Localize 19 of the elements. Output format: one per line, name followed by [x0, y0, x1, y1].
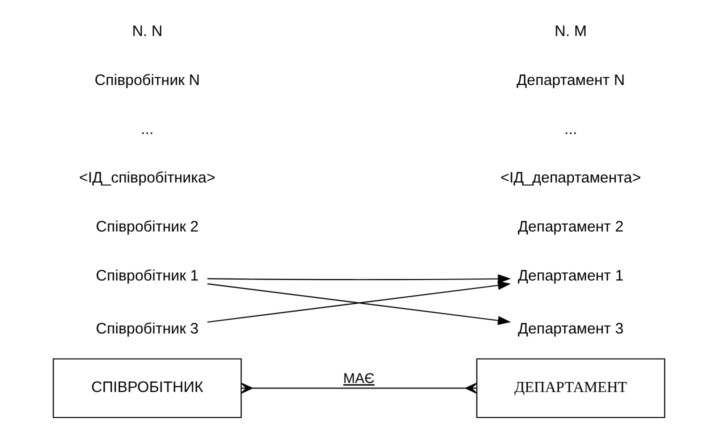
label: Співробітник N: [94, 72, 200, 89]
label: Департамент N: [516, 72, 625, 89]
label: ...: [140, 120, 154, 138]
label: N. N: [132, 23, 162, 40]
connector: [240, 382, 478, 394]
node-text: Департамент 1: [518, 267, 624, 284]
label: <ІД_співробітника>: [79, 170, 216, 187]
node-box: СПІВРОБІТНИК: [52, 358, 242, 418]
edge-label: МАЄ: [343, 370, 375, 386]
node-box: ДЕПАРТАМЕНТ: [476, 358, 666, 418]
label: N. M: [554, 23, 587, 40]
node-text: Співробітник 2: [96, 218, 199, 236]
node-text: Співробітник 3: [96, 320, 199, 338]
arrow: [207, 274, 511, 284]
node-text: Департамент 3: [518, 320, 624, 338]
label: ...: [564, 120, 578, 138]
node-text: Співробітник 1: [96, 267, 199, 284]
label: <ІД_департамента>: [500, 170, 641, 187]
node-text: Департамент 2: [518, 218, 624, 236]
